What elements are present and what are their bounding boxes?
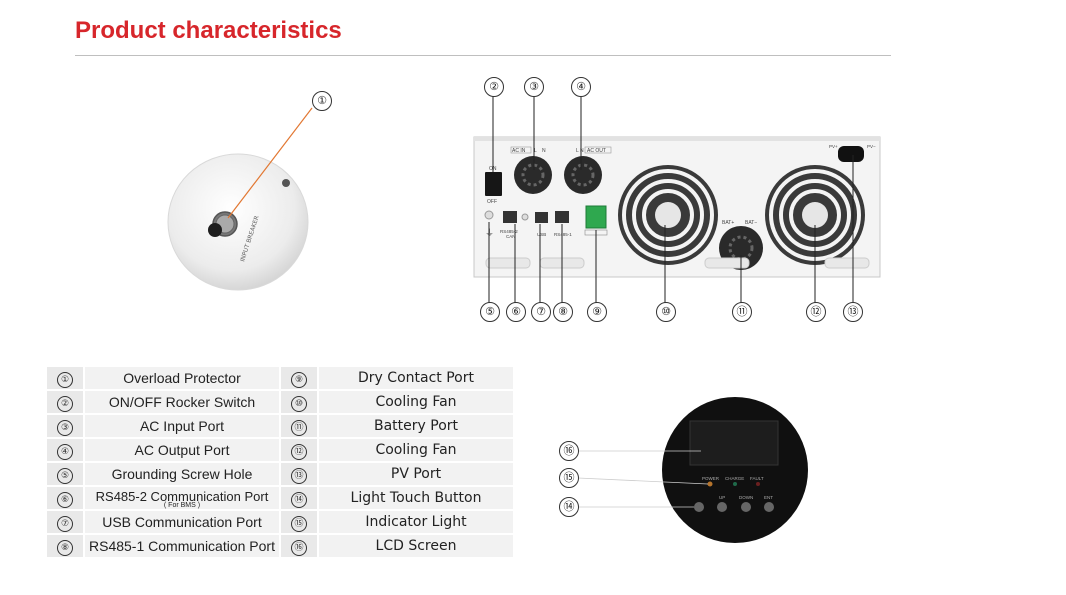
title-divider [75,55,891,56]
can-label: CAN [506,234,516,239]
rs485-1-label: RS485-1 [554,232,572,237]
component-name: RS485-2 Communication Port( For BMS ) [85,487,279,509]
component-number: ⑥ [47,487,83,509]
callout-14: ⑭ [559,497,579,517]
component-number: ⑯ [281,535,317,557]
on-label: ON [489,166,497,172]
component-name: PV Port [319,463,513,485]
callout-6: ⑥ [506,302,526,322]
ind-power-label: POWER [702,476,720,481]
ac-out-l-label: L [576,148,579,154]
component-name: Cooling Fan [319,391,513,413]
component-number: ⑪ [281,415,317,437]
component-name: Light Touch Button [319,487,513,509]
ac-out-label: AC OUT [587,148,606,154]
component-name: Battery Port [319,415,513,437]
callout-5: ⑤ [480,302,500,322]
page-title: Product characteristics [75,17,342,44]
btn-down-label: DOWN [739,495,753,500]
component-name: Cooling Fan [319,439,513,461]
component-name: Indicator Light [319,511,513,533]
component-name: Overload Protector [85,367,279,389]
btn-ent-label: ENT [764,495,773,500]
off-label: OFF [487,199,497,205]
component-number: ⑭ [281,487,317,509]
bat-plus-label: BAT+ [722,220,734,226]
component-name: AC Output Port [85,439,279,461]
component-name: USB Communication Port [85,511,279,533]
callout-11: ⑪ [732,302,752,322]
callout-1: ① [312,91,332,111]
component-number: ⑬ [281,463,317,485]
pv-minus-label: PV− [867,144,876,149]
overload-protector-photo: INPUT BREAKER [167,153,309,291]
rear-panel-illustration: AC IN L N L N AC OUT ON OFF ⏚ RS485-2 CA… [473,136,881,278]
component-note: ( For BMS ) [163,501,201,509]
callout-12: ⑫ [806,302,826,322]
pv-plus-label: PV+ [829,144,838,149]
callout-10: ⑩ [656,302,676,322]
component-name: Dry Contact Port [319,367,513,389]
component-number: ② [47,391,83,413]
component-name: ON/OFF Rocker Switch [85,391,279,413]
component-name: LCD Screen [319,535,513,557]
callout-13: ⑬ [843,302,863,322]
component-number: ⑨ [281,367,317,389]
component-number: ⑮ [281,511,317,533]
callout-3: ③ [524,77,544,97]
leader-lines [488,96,854,303]
rs485-2-label: RS485-2 [500,229,518,234]
callout-2: ② [484,77,504,97]
component-number: ④ [47,439,83,461]
callout-16: ⑯ [559,441,579,461]
component-name: RS485-1 Communication Port [85,535,279,557]
component-number: ⑩ [281,391,317,413]
front-panel-illustration: POWER CHARGE FAULT UP DOWN ENT [577,397,808,543]
component-number: ⑫ [281,439,317,461]
component-name: AC Input Port [85,415,279,437]
btn-up-label: UP [719,495,725,500]
callout-15: ⑮ [559,468,579,488]
component-number: ⑦ [47,511,83,533]
ac-in-l-label: L [534,148,537,154]
callout-4: ④ [571,77,591,97]
component-number: ③ [47,415,83,437]
ind-charge-label: CHARGE [725,476,744,481]
component-number: ⑤ [47,463,83,485]
usb-label: USB [537,232,546,237]
callout-7: ⑦ [531,302,551,322]
svg-text:⏚: ⏚ [485,228,494,238]
breaker-text: INPUT BREAKER [239,215,260,263]
bat-minus-label: BAT− [745,220,757,226]
callout-9: ⑨ [587,302,607,322]
ind-fault-label: FAULT [750,476,764,481]
component-number: ⑧ [47,535,83,557]
component-number: ① [47,367,83,389]
ac-out-n-label: N [580,148,584,154]
ac-in-label: AC IN [512,148,526,154]
callout-8: ⑧ [553,302,573,322]
ac-in-n-label: N [542,148,546,154]
component-name: Grounding Screw Hole [85,463,279,485]
